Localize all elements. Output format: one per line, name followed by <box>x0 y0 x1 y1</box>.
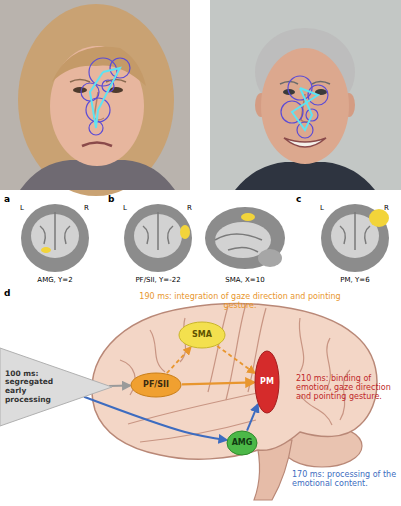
panel-letter: c <box>296 194 308 204</box>
signal-arrow <box>247 405 258 431</box>
signal-arrow <box>182 382 254 384</box>
timing-note: 210 ms: binding of emotion, gaze directi… <box>296 374 400 402</box>
node-text: 100 ms: segregated early processing <box>5 370 62 405</box>
mri-slice <box>21 204 89 272</box>
panel-letter: d <box>4 288 16 298</box>
brain-region: PM <box>254 350 280 414</box>
brain-region: AMG <box>226 430 258 456</box>
mri-slice <box>124 204 192 272</box>
timing-note: 170 ms: processing of the emotional cont… <box>292 470 400 488</box>
face-photo <box>0 0 190 196</box>
signal-arrow <box>217 346 254 373</box>
signal-arrow <box>167 347 191 373</box>
signal-arrow <box>84 397 226 440</box>
face-photo <box>210 0 401 190</box>
mri-slice <box>205 207 285 269</box>
mri-slice <box>321 204 389 272</box>
hemisphere-marker: R <box>187 204 197 212</box>
hemisphere-marker: L <box>123 204 133 212</box>
slice-caption: SMA, X=10 <box>205 276 285 284</box>
slice-caption: PF/SII, Y=-22 <box>108 276 208 284</box>
node-text: PF/SII <box>143 380 169 389</box>
timing-note: 190 ms: integration of gaze direction an… <box>135 292 345 310</box>
region-ellipse <box>255 351 279 413</box>
hemisphere-marker: R <box>84 204 94 212</box>
slice-caption: PM, Y=6 <box>320 276 390 284</box>
panel-letter: a <box>4 194 16 204</box>
brain-region: PF/SII <box>130 372 182 398</box>
panel-letter: b <box>108 194 120 204</box>
hemisphere-marker: L <box>20 204 30 212</box>
slice-caption: AMG, Y=2 <box>15 276 95 284</box>
hemisphere-marker: R <box>384 204 394 212</box>
node-text: SMA <box>192 330 212 339</box>
hemisphere-marker: L <box>320 204 330 212</box>
node-text: AMG <box>232 438 253 447</box>
wedge-shape <box>0 348 112 426</box>
brain-region: SMA <box>178 321 226 349</box>
region-ellipse <box>179 322 225 348</box>
input-wedge: 100 ms: segregated early processing <box>0 348 112 426</box>
region-ellipse <box>227 431 257 455</box>
node-text: PM <box>260 377 274 386</box>
region-ellipse <box>131 373 181 397</box>
